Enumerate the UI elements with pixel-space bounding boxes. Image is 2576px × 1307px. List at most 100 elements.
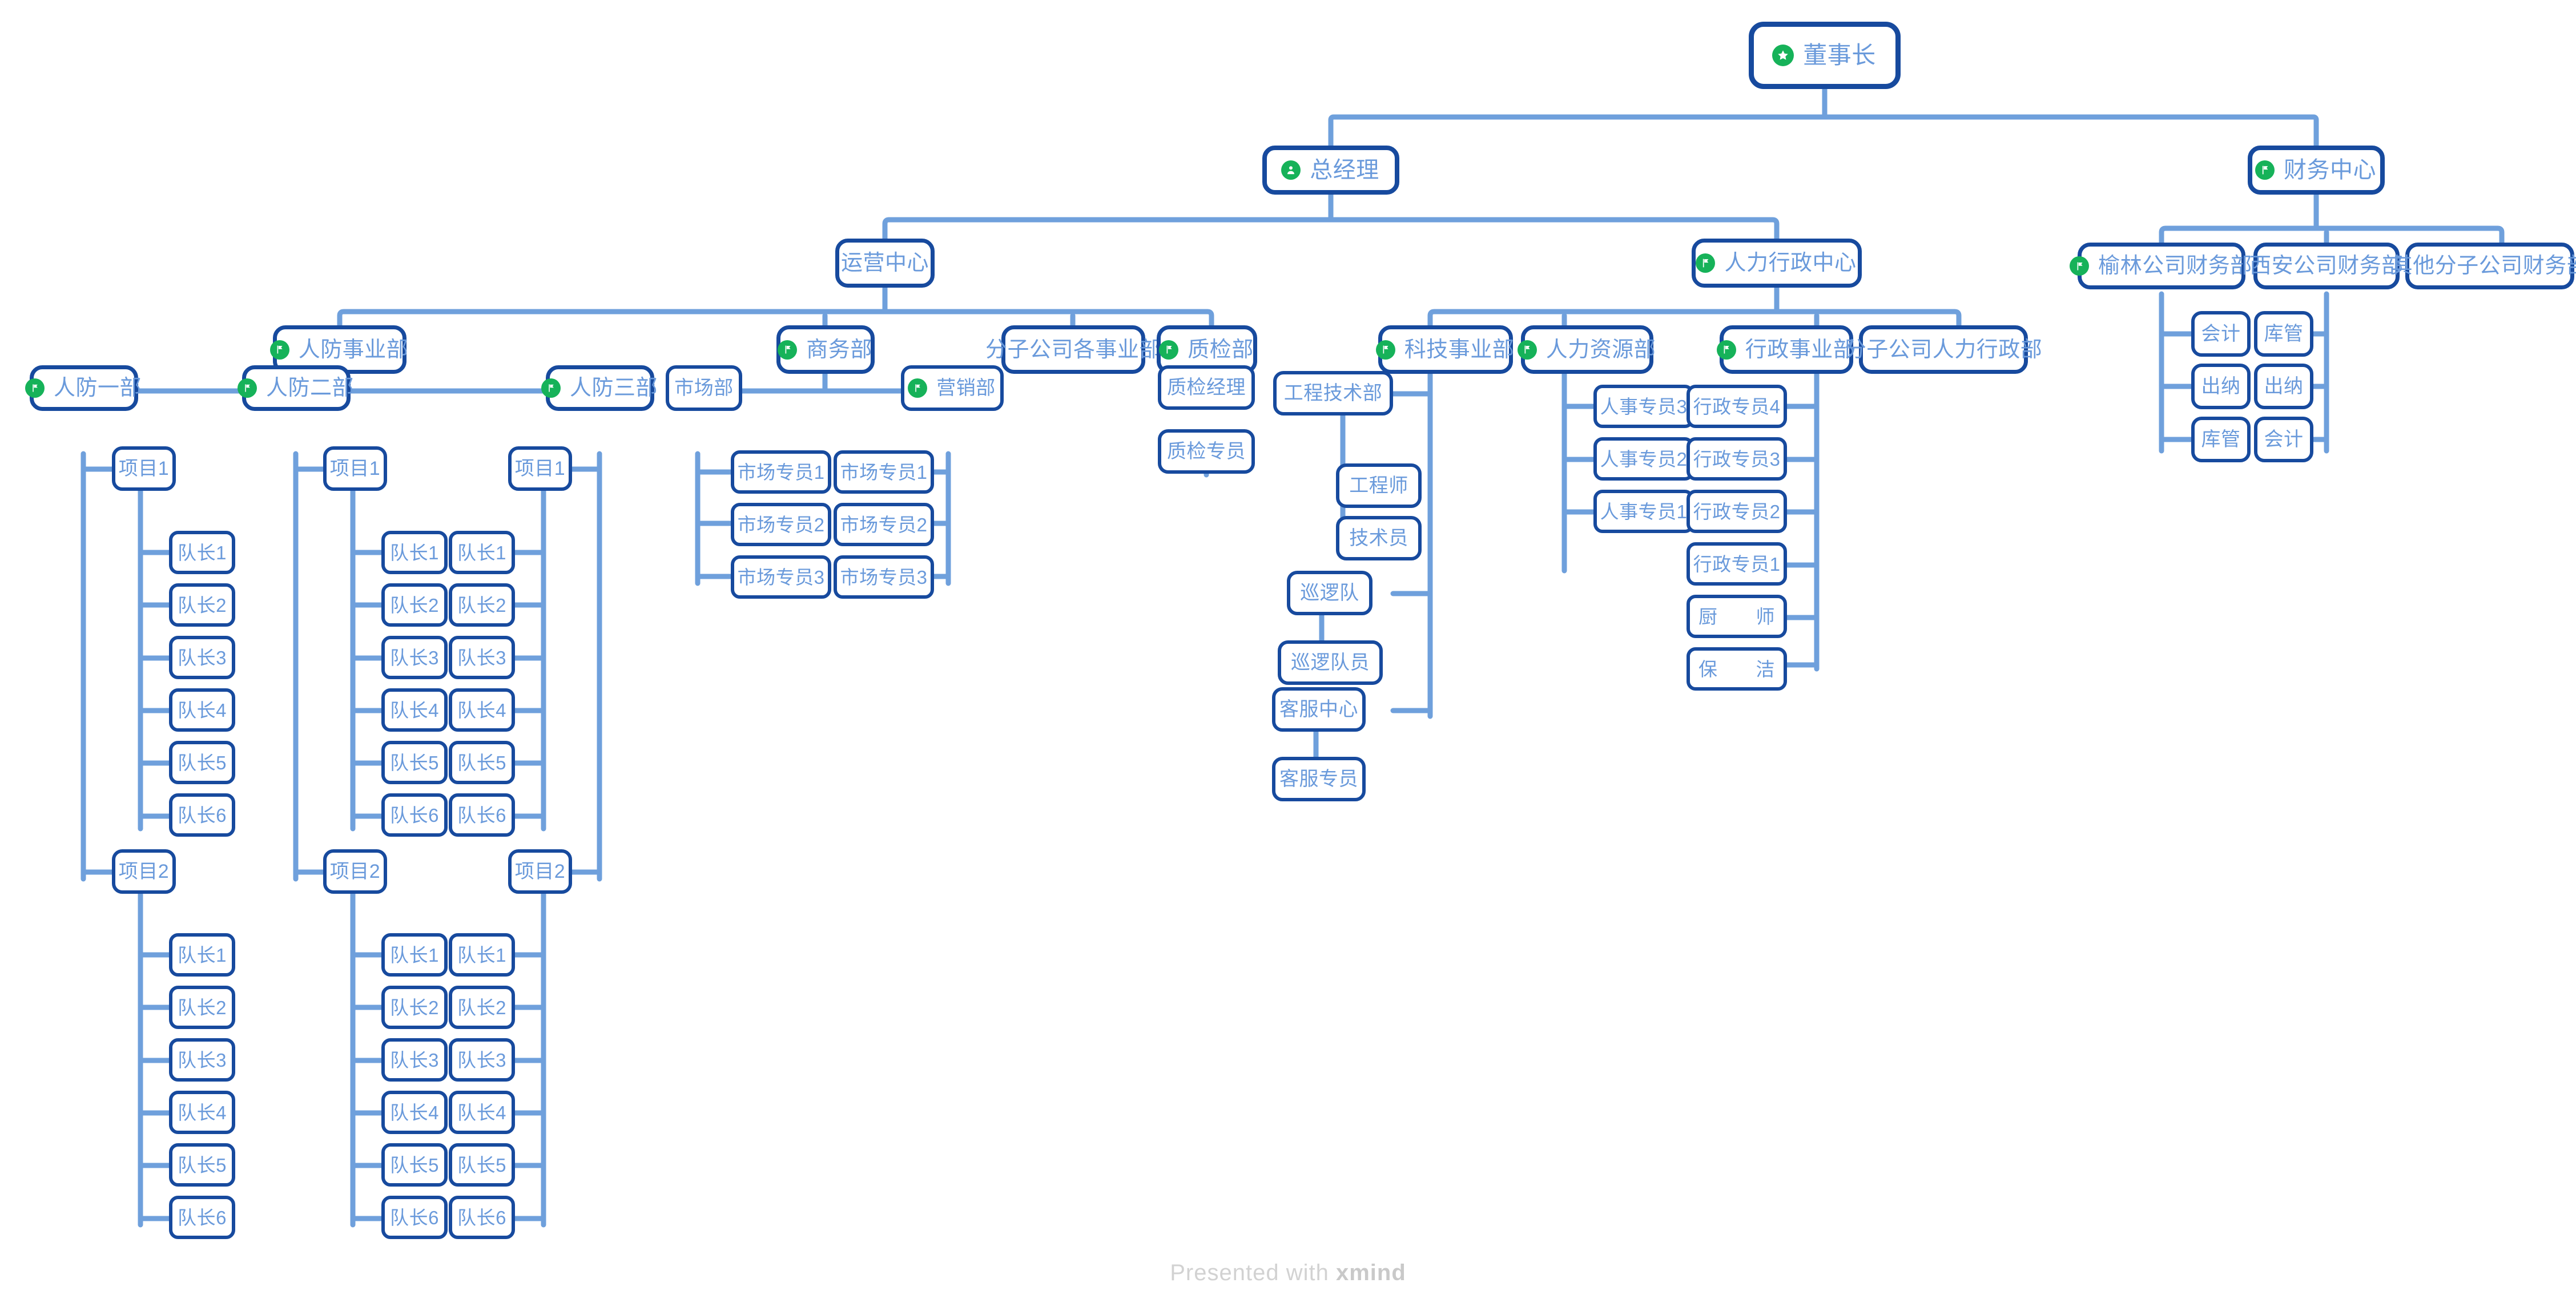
node-label: 行政专员3 (1693, 448, 1781, 470)
node-technician[interactable]: 技术员 (1336, 516, 1422, 560)
node-market-dept[interactable]: 市场部 (666, 365, 742, 411)
node-admin-specialist-6[interactable]: 保 洁 (1687, 647, 1787, 691)
node-market-dept-specialist-1[interactable]: 市场专员1 (731, 450, 831, 494)
node-label: 人事专员3 (1600, 396, 1688, 417)
node-cd3-project-1[interactable]: 项目1 (508, 446, 572, 491)
node-market-dept-specialist-3[interactable]: 市场专员3 (731, 555, 831, 599)
node-cd1-project-2-leader-2[interactable]: 队长2 (169, 986, 235, 1029)
node-qc-specialist[interactable]: 质检专员 (1158, 429, 1255, 474)
node-service-center[interactable]: 客服中心 (1272, 687, 1366, 732)
node-business-dept[interactable]: 商务部 (776, 325, 875, 374)
node-yulin-role-1[interactable]: 出纳 (2191, 364, 2251, 409)
node-cd1-project-2[interactable]: 项目2 (112, 849, 176, 894)
node-admin-specialist-4[interactable]: 行政专员1 (1687, 542, 1787, 586)
node-xian-role-1[interactable]: 出纳 (2254, 364, 2313, 409)
node-cd3-project-2-leader-3[interactable]: 队长3 (449, 1038, 515, 1082)
node-cd2-project-1-leader-2[interactable]: 队长2 (381, 583, 448, 627)
node-xian-finance[interactable]: 西安公司财务部 (2249, 243, 2403, 289)
node-cd2-project-1-leader-1[interactable]: 队长1 (381, 531, 448, 574)
node-cd2-project-1-leader-5[interactable]: 队长5 (381, 741, 448, 784)
node-cd1-project-1-leader-4[interactable]: 队长4 (169, 688, 235, 732)
node-hr-specialist-3[interactable]: 人事专员1 (1593, 490, 1694, 533)
flag-icon (1159, 340, 1179, 360)
node-general-manager[interactable]: 总经理 (1262, 146, 1399, 195)
node-cd1-project-2-leader-5[interactable]: 队长5 (169, 1143, 235, 1187)
node-patrol-team[interactable]: 巡逻队 (1287, 571, 1372, 615)
node-cd2-project-1-leader-4[interactable]: 队长4 (381, 688, 448, 732)
node-subsidiary-divisions[interactable]: 分子公司各事业部 (985, 325, 1161, 374)
node-cd3-project-2-leader-1[interactable]: 队长1 (449, 933, 515, 977)
node-cd1-project-1[interactable]: 项目1 (112, 446, 176, 491)
node-label: 队长2 (457, 594, 506, 616)
node-sales-dept-specialist-1[interactable]: 市场专员1 (834, 450, 934, 494)
node-label: 西安公司财务部 (2249, 254, 2404, 278)
node-cd1-project-2-leader-1[interactable]: 队长1 (169, 933, 235, 977)
node-cd2-project-2-leader-5[interactable]: 队长5 (381, 1143, 448, 1187)
node-label: 队长5 (390, 752, 439, 773)
node-cd2-project-2-leader-4[interactable]: 队长4 (381, 1091, 448, 1134)
node-xian-role-2[interactable]: 会计 (2254, 417, 2313, 462)
node-cd3-project-1-leader-1[interactable]: 队长1 (449, 531, 515, 574)
node-hr-admin-center[interactable]: 人力行政中心 (1692, 239, 1862, 288)
node-yulin-finance[interactable]: 榆林公司财务部 (2070, 243, 2252, 289)
node-civil-defense-2[interactable]: 人防二部 (238, 365, 354, 411)
node-eng-tech-dept[interactable]: 工程技术部 (1273, 371, 1393, 416)
node-admin-division[interactable]: 行政事业部 (1716, 325, 1855, 374)
node-cd3-project-2-leader-6[interactable]: 队长6 (449, 1196, 515, 1239)
node-finance-center[interactable]: 财务中心 (2248, 146, 2385, 195)
node-xian-role-0[interactable]: 库管 (2254, 311, 2313, 357)
node-cd2-project-2-leader-6[interactable]: 队长6 (381, 1196, 448, 1239)
node-tech-division[interactable]: 科技事业部 (1375, 325, 1514, 374)
node-cd3-project-2[interactable]: 项目2 (508, 849, 572, 894)
node-sales-dept-specialist-3[interactable]: 市场专员3 (834, 555, 934, 599)
node-other-finance[interactable]: 其他分子公司财务部 (2391, 243, 2576, 289)
node-chairman[interactable]: 董事长 (1749, 22, 1901, 89)
node-cd1-project-2-leader-6[interactable]: 队长6 (169, 1196, 235, 1239)
node-admin-specialist-5[interactable]: 厨 师 (1687, 595, 1787, 638)
node-cd3-project-2-leader-4[interactable]: 队长4 (449, 1091, 515, 1134)
node-label: 队长2 (457, 997, 506, 1018)
node-yulin-role-2[interactable]: 库管 (2191, 417, 2251, 462)
node-ops-center[interactable]: 运营中心 (835, 239, 935, 288)
node-cd3-project-1-leader-3[interactable]: 队长3 (449, 636, 515, 679)
node-subsidiary-hr-admin[interactable]: 分子公司人力行政部 (1845, 325, 2042, 374)
node-admin-specialist-3[interactable]: 行政专员2 (1687, 490, 1787, 533)
node-cd3-project-1-leader-4[interactable]: 队长4 (449, 688, 515, 732)
node-cd1-project-1-leader-3[interactable]: 队长3 (169, 636, 235, 679)
node-cd1-project-1-leader-1[interactable]: 队长1 (169, 531, 235, 574)
node-cd1-project-2-leader-4[interactable]: 队长4 (169, 1091, 235, 1134)
node-cd2-project-2[interactable]: 项目2 (323, 849, 387, 894)
node-cd2-project-2-leader-1[interactable]: 队长1 (381, 933, 448, 977)
node-market-dept-specialist-2[interactable]: 市场专员2 (731, 503, 831, 546)
node-cd2-project-1-leader-3[interactable]: 队长3 (381, 636, 448, 679)
node-sales-dept-specialist-2[interactable]: 市场专员2 (834, 503, 934, 546)
node-hr-dept[interactable]: 人力资源部 (1517, 325, 1656, 374)
node-service-specialist[interactable]: 客服专员 (1272, 757, 1366, 801)
node-yulin-role-0[interactable]: 会计 (2191, 311, 2251, 357)
node-cd3-project-2-leader-5[interactable]: 队长5 (449, 1143, 515, 1187)
node-cd3-project-2-leader-2[interactable]: 队长2 (449, 986, 515, 1029)
node-qc-manager[interactable]: 质检经理 (1158, 365, 1255, 410)
node-cd1-project-1-leader-6[interactable]: 队长6 (169, 793, 235, 837)
node-cd2-project-2-leader-2[interactable]: 队长2 (381, 986, 448, 1029)
node-label: 队长4 (178, 699, 227, 721)
node-patrol-member[interactable]: 巡逻队员 (1278, 640, 1383, 685)
node-admin-specialist-1[interactable]: 行政专员4 (1687, 385, 1787, 428)
node-civil-defense-1[interactable]: 人防一部 (25, 365, 142, 411)
node-hr-specialist-2[interactable]: 人事专员2 (1593, 437, 1694, 481)
node-cd1-project-1-leader-2[interactable]: 队长2 (169, 583, 235, 627)
node-sales-dept[interactable]: 营销部 (901, 365, 1004, 411)
node-cd2-project-1[interactable]: 项目1 (323, 446, 387, 491)
node-admin-specialist-2[interactable]: 行政专员3 (1687, 437, 1787, 481)
node-cd3-project-1-leader-2[interactable]: 队长2 (449, 583, 515, 627)
node-cd3-project-1-leader-5[interactable]: 队长5 (449, 741, 515, 784)
node-cd2-project-1-leader-6[interactable]: 队长6 (381, 793, 448, 837)
node-hr-specialist-1[interactable]: 人事专员3 (1593, 385, 1694, 428)
node-cd3-project-1-leader-6[interactable]: 队长6 (449, 793, 515, 837)
node-cd1-project-1-leader-5[interactable]: 队长5 (169, 741, 235, 784)
node-cd2-project-2-leader-3[interactable]: 队长3 (381, 1038, 448, 1082)
node-engineer[interactable]: 工程师 (1336, 463, 1422, 508)
node-cd1-project-2-leader-3[interactable]: 队长3 (169, 1038, 235, 1082)
node-civil-defense-3[interactable]: 人防三部 (541, 365, 658, 411)
node-label: 分子公司人力行政部 (1844, 337, 2043, 362)
